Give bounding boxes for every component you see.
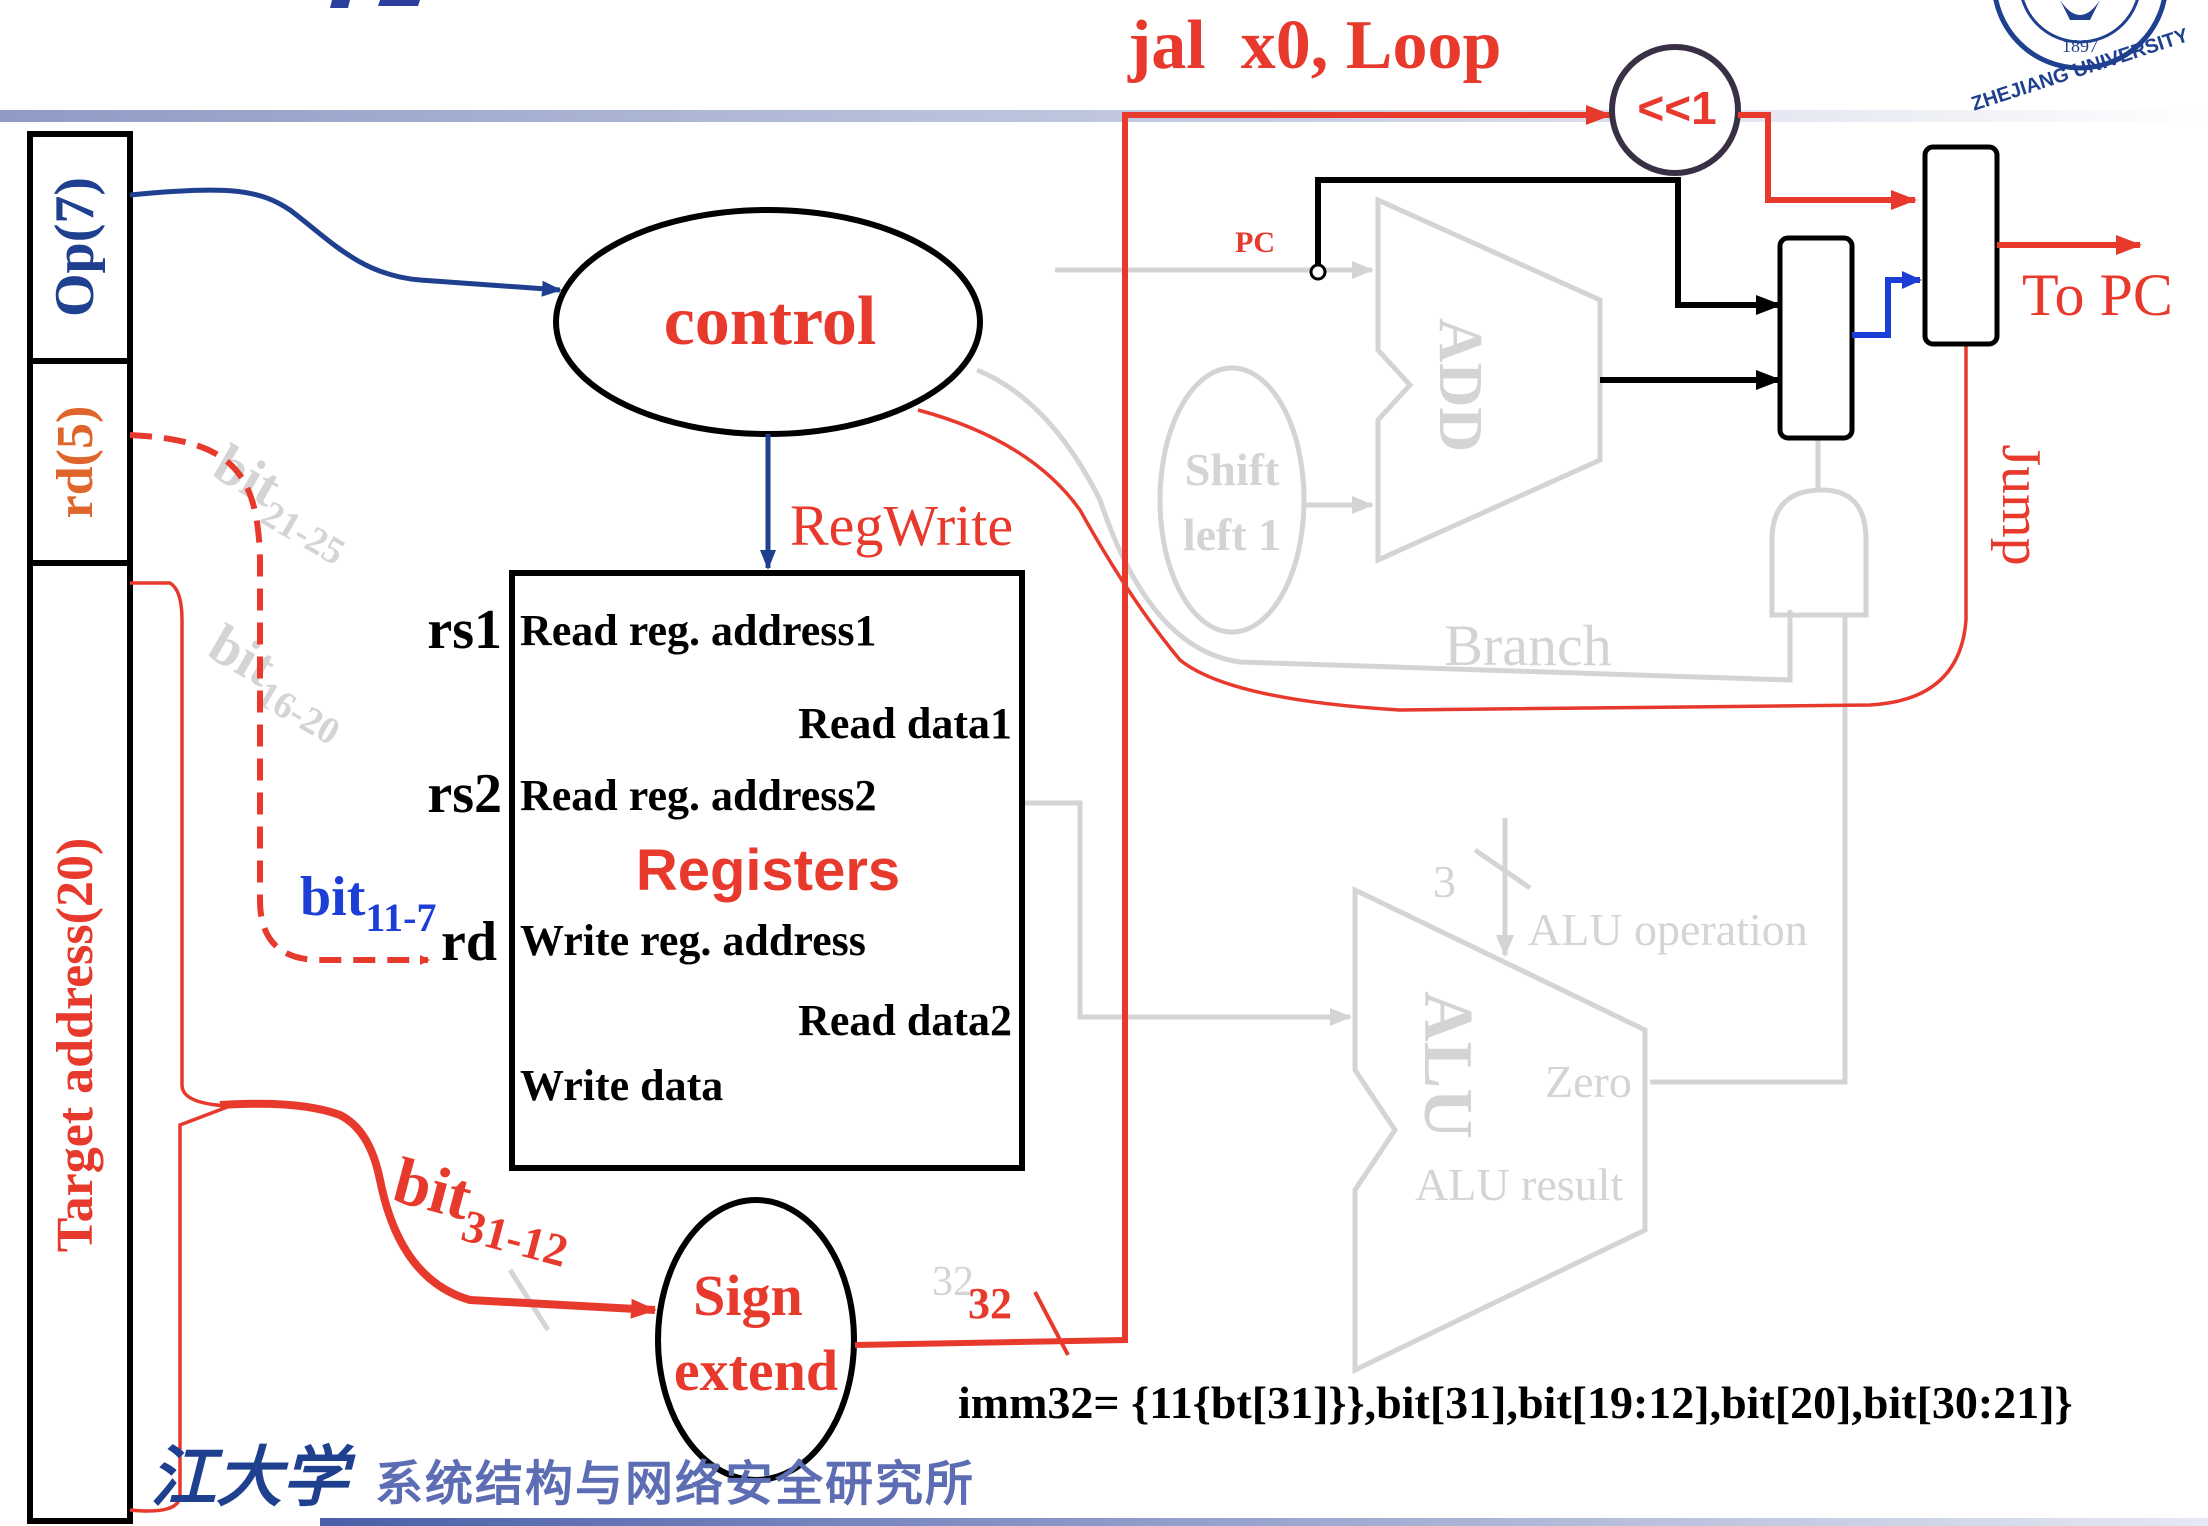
footer-bar: [320, 1518, 2208, 1526]
bit-16-20: bit16-20: [193, 613, 363, 754]
wire-target-signext: [219, 1099, 657, 1319]
reg-write-addr: Write reg. address: [520, 916, 866, 965]
university-seal: 1897 ZHEJIANG UNIVERSITY: [1969, 0, 2192, 115]
reg-read-data2: Read data2: [798, 996, 1012, 1045]
to-pc-label: To PC: [2022, 262, 2173, 328]
reg-read-addr1: Read reg. address1: [520, 606, 877, 655]
footer-university: 江大学: [150, 1442, 356, 1515]
sign-extend-line1: Sign: [693, 1263, 803, 1328]
sign-extend-unit: [655, 1197, 857, 1483]
control-label: control: [664, 283, 877, 360]
wire-rd-dashed: [129, 432, 430, 965]
port-rd: rd: [441, 911, 497, 973]
field-rd-label: rd(5): [47, 406, 104, 519]
field-op-label: Op(7): [44, 177, 106, 317]
reg-read-addr2: Read reg. address2: [520, 771, 877, 820]
jump-mux: [1922, 144, 2000, 347]
wire-target-split: [129, 581, 231, 1513]
branch-mux: [1777, 235, 1855, 441]
add-unit: [1375, 196, 1603, 564]
field-rd-box: [27, 358, 133, 566]
title-fragment: [330, 0, 420, 8]
wire-op-control: [129, 187, 562, 297]
jump-label: Jump: [1990, 444, 2052, 565]
width-32-faded: 32: [932, 1259, 974, 1305]
bit-21-25: bit21-25: [198, 433, 368, 574]
shift-left-1-label: <<1: [1637, 82, 1716, 134]
register-labels: Read reg. address1 Read data1 Read reg. …: [427, 599, 1012, 1110]
register-file: [509, 570, 1025, 1171]
shift-left-line2: left 1: [1183, 509, 1281, 560]
and-gate: [1769, 487, 1869, 618]
faded-labels: ADD Shift left 1 Branch ALU ALU operatio…: [193, 318, 1808, 1305]
bit-11-7-label: bit11-7: [300, 866, 436, 940]
wire-shift-mux: [1738, 112, 1917, 210]
reg-read-data1: Read data1: [798, 699, 1012, 748]
add-label: ADD: [1426, 318, 1494, 452]
alu-label: ALU: [1409, 991, 1486, 1139]
seal-year: 1897: [2062, 36, 2098, 56]
header-bar: [0, 110, 2208, 122]
reg-write-data: Write data: [520, 1061, 723, 1110]
wire-mux-mux: [1852, 271, 1922, 338]
alu-result-label: ALU result: [1415, 1159, 1623, 1210]
imm32-formula: imm32= {11{bt[31]}},bit[31],bit[19:12],b…: [958, 1377, 2073, 1428]
page-title: jal x0, Loop: [1127, 7, 1501, 84]
pc-label: PC: [1235, 226, 1275, 259]
faded-datapath: [507, 196, 1869, 1374]
shift-left-1-unit: [1609, 44, 1741, 176]
field-target-label: Target address(20): [47, 838, 104, 1253]
alu-zero-label: Zero: [1545, 1056, 1632, 1107]
field-op-box: [27, 131, 133, 364]
wire-pc-mux: [1315, 177, 1782, 315]
alu-unit: [1352, 886, 1648, 1374]
wire-signext-shift: [854, 105, 1612, 1348]
wire-control-jump: [917, 345, 1968, 712]
port-rs1: rs1: [427, 599, 502, 661]
pc-junction: [1309, 263, 1327, 281]
port-rs2: rs2: [427, 763, 502, 825]
regwrite-label: RegWrite: [790, 493, 1013, 558]
width-32-label: 32: [968, 1279, 1012, 1328]
footer-institute: 系统结构与网络安全研究所: [375, 1457, 975, 1511]
registers-title: Registers: [636, 838, 900, 903]
field-target-box: [27, 560, 133, 1524]
shift-left-unit: [1157, 365, 1307, 635]
branch-label: Branch: [1444, 613, 1612, 678]
width-slash-32: [1033, 1291, 1070, 1356]
instruction-fields: Op(7) rd(5) Target address(20): [27, 131, 133, 1524]
alu-operation-label: ALU operation: [1528, 904, 1808, 955]
width-3-label: 3: [1433, 856, 1456, 907]
shift-left-line1: Shift: [1185, 444, 1280, 495]
sign-extend-line2: extend: [674, 1338, 838, 1403]
